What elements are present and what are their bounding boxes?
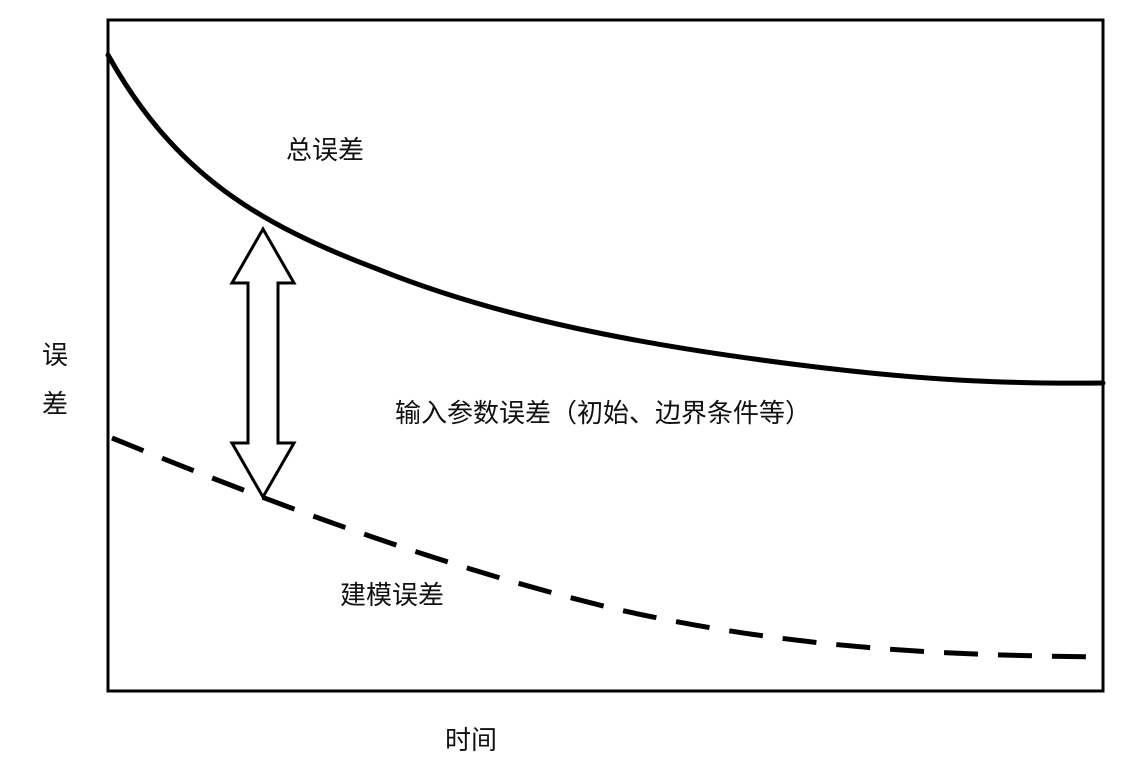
total-error-curve <box>105 52 1106 386</box>
double-headed-vertical-arrow-icon <box>229 225 297 501</box>
modelling-error-label: 建模误差 <box>340 581 445 611</box>
modelling-error-curve <box>111 435 1101 660</box>
x-axis-label: 时间 <box>445 726 498 756</box>
plot-frame <box>106 18 1105 693</box>
y-axis-label: 误差 <box>42 341 69 420</box>
total-error-label: 总误差 <box>286 136 365 166</box>
input-parameter-error-label: 输入参数误差（初始、边界条件等） <box>395 399 812 429</box>
